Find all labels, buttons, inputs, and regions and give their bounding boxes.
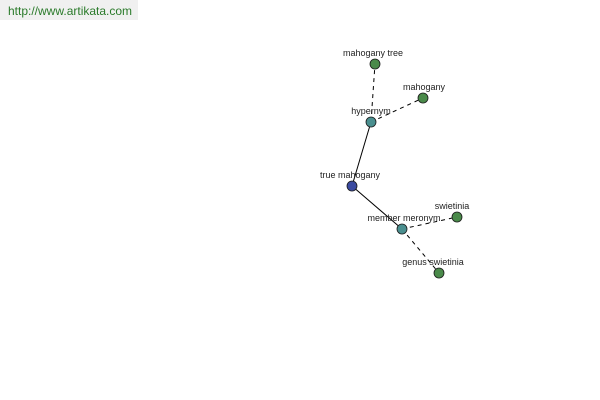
node-member-meronym[interactable] (396, 223, 408, 235)
node-swietinia[interactable] (451, 211, 463, 223)
node-mahogany[interactable] (417, 92, 429, 104)
node-genus-swietinia[interactable] (433, 267, 445, 279)
node-mahogany-tree[interactable] (369, 58, 381, 70)
node-label-mahogany[interactable]: mahogany (403, 82, 446, 92)
edge-hypernym-to-mahogany (370, 97, 424, 123)
nodes-layer (346, 58, 463, 279)
labels-layer: true mahogany hypernym member meronym mahog… (320, 48, 469, 267)
url-banner: http://www.artikata.com (0, 0, 138, 20)
node-label-member-meronym[interactable]: member meronym (367, 213, 440, 223)
node-label-true-mahogany[interactable]: true mahogany (320, 170, 381, 180)
node-label-mahogany-tree[interactable]: mahogany tree (343, 48, 403, 58)
edge-true-mahogany-to-member-meronym (351, 185, 403, 230)
node-label-genus-swietinia[interactable]: genus swietinia (402, 257, 464, 267)
edge-member-meronym-to-genus-swietinia (401, 228, 440, 274)
node-label-swietinia[interactable]: swietinia (435, 201, 470, 211)
site-url-link[interactable]: http://www.artikata.com (8, 4, 133, 18)
edge-hypernym-to-mahogany-tree (370, 63, 376, 123)
edge-true-mahogany-to-hypernym (351, 121, 372, 187)
edges-layer (351, 63, 458, 274)
node-true-mahogany[interactable] (346, 180, 358, 192)
node-hypernym[interactable] (365, 116, 377, 128)
node-label-hypernym[interactable]: hypernym (351, 106, 391, 116)
edge-member-meronym-to-swietinia (401, 216, 458, 230)
